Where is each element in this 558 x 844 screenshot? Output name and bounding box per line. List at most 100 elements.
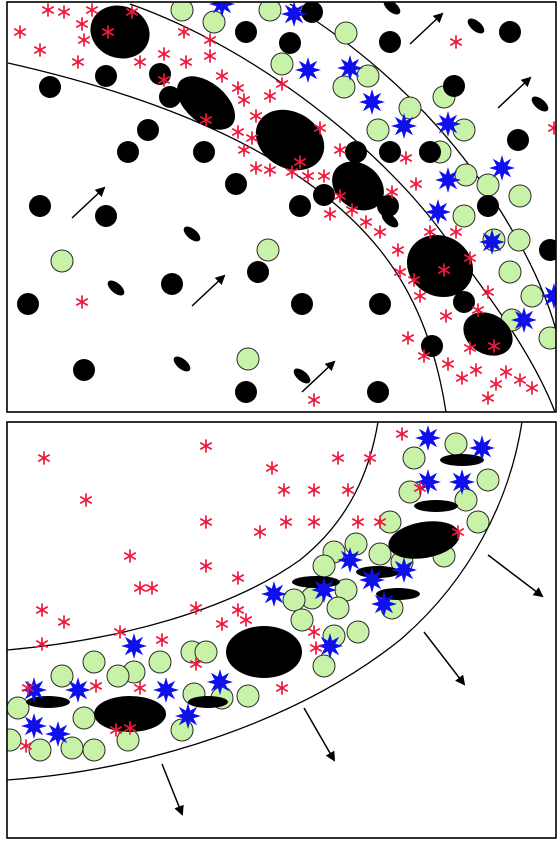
arrow-icon — [301, 360, 336, 393]
asterisk-icon — [199, 515, 213, 529]
asterisk-icon — [123, 721, 137, 735]
asterisk-icon — [363, 451, 377, 465]
light-particle — [256, 238, 280, 262]
starburst-icon — [121, 633, 147, 659]
asterisk-icon — [199, 559, 213, 573]
asterisk-stroke — [307, 396, 321, 404]
asterisk-icon — [133, 581, 147, 595]
asterisk-icon — [237, 93, 251, 107]
asterisk-stroke — [307, 486, 321, 494]
asterisk-stroke — [133, 58, 147, 66]
dark-ellipse-particle — [226, 626, 302, 678]
light-particle — [454, 488, 478, 512]
bottom-panel-frame — [6, 421, 557, 839]
asterisk-stroke — [179, 58, 193, 66]
asterisk-stroke — [333, 192, 347, 200]
asterisk-icon — [401, 331, 415, 345]
dark-particle — [161, 273, 183, 295]
asterisk-stroke — [113, 628, 127, 636]
asterisk-icon — [301, 169, 315, 183]
asterisk-icon — [293, 155, 307, 169]
asterisk-stroke — [239, 616, 253, 624]
asterisk-stroke — [245, 134, 259, 142]
asterisk-icon — [417, 349, 431, 363]
asterisk-icon — [345, 203, 359, 217]
starburst-icon — [337, 547, 363, 573]
asterisk-stroke — [199, 518, 213, 526]
asterisk-stroke — [307, 628, 321, 636]
asterisk-stroke — [513, 376, 527, 384]
asterisk-icon — [33, 43, 47, 57]
asterisk-stroke — [237, 96, 251, 104]
dark-particle — [419, 141, 441, 163]
asterisk-icon — [35, 637, 49, 651]
asterisk-stroke — [487, 342, 501, 350]
starburst-icon — [45, 721, 71, 747]
asterisk-icon — [203, 33, 217, 47]
asterisk-stroke — [231, 128, 245, 136]
dark-ellipse-particle — [90, 5, 150, 59]
asterisk-stroke — [35, 640, 49, 648]
asterisk-icon — [317, 169, 331, 183]
asterisk-stroke — [263, 166, 277, 174]
asterisk-stroke — [125, 8, 139, 16]
bottom-band-curves — [7, 422, 523, 781]
top-outer-curve — [129, 3, 556, 412]
arrow-icon — [161, 763, 184, 816]
asterisk-stroke — [75, 298, 89, 306]
dark-particle — [235, 381, 257, 403]
asterisk-icon — [359, 215, 373, 229]
asterisk-icon — [231, 81, 245, 95]
light-particle — [346, 620, 370, 644]
light-particle — [312, 554, 336, 578]
asterisk-stroke — [133, 684, 147, 692]
dark-particle — [443, 75, 465, 97]
asterisk-icon — [19, 739, 33, 753]
asterisk-stroke — [177, 28, 191, 36]
light-particle — [378, 510, 402, 534]
starburst-icon — [175, 703, 201, 729]
asterisk-stroke — [85, 6, 99, 14]
asterisk-stroke — [417, 352, 431, 360]
asterisk-stroke — [345, 206, 359, 214]
asterisk-icon — [41, 3, 55, 17]
bottom-outer-curve — [7, 422, 523, 781]
asterisk-stroke — [249, 112, 263, 120]
asterisk-icon — [85, 3, 99, 17]
asterisk-icon — [469, 363, 483, 377]
asterisk-stroke — [481, 288, 495, 296]
asterisk-icon — [449, 225, 463, 239]
dark-particle — [95, 65, 117, 87]
asterisk-icon — [307, 483, 321, 497]
light-particle — [290, 608, 314, 632]
asterisk-icon — [385, 185, 399, 199]
asterisk-stroke — [237, 146, 251, 154]
asterisk-icon — [393, 265, 407, 279]
asterisk-icon — [71, 55, 85, 69]
asterisk-icon — [285, 165, 299, 179]
light-particle — [7, 728, 22, 752]
asterisk-stroke — [413, 484, 427, 492]
asterisk-icon — [133, 55, 147, 69]
dark-particle — [291, 293, 313, 315]
light-particle — [72, 706, 96, 730]
asterisk-stroke — [231, 574, 245, 582]
asterisk-icon — [373, 515, 387, 529]
asterisk-icon — [177, 25, 191, 39]
asterisk-icon — [307, 625, 321, 639]
asterisk-icon — [101, 25, 115, 39]
asterisk-icon — [263, 163, 277, 177]
asterisk-stroke — [463, 254, 477, 262]
asterisk-icon — [157, 73, 171, 87]
dark-particle — [539, 239, 556, 261]
asterisk-icon — [79, 493, 93, 507]
asterisk-stroke — [489, 380, 503, 388]
dark-particle — [17, 293, 39, 315]
asterisk-icon — [21, 681, 35, 695]
light-particle — [170, 2, 194, 22]
light-particle — [236, 347, 260, 371]
asterisk-icon — [275, 681, 289, 695]
asterisk-stroke — [331, 454, 345, 462]
asterisk-stroke — [463, 344, 477, 352]
asterisk-stroke — [285, 168, 299, 176]
